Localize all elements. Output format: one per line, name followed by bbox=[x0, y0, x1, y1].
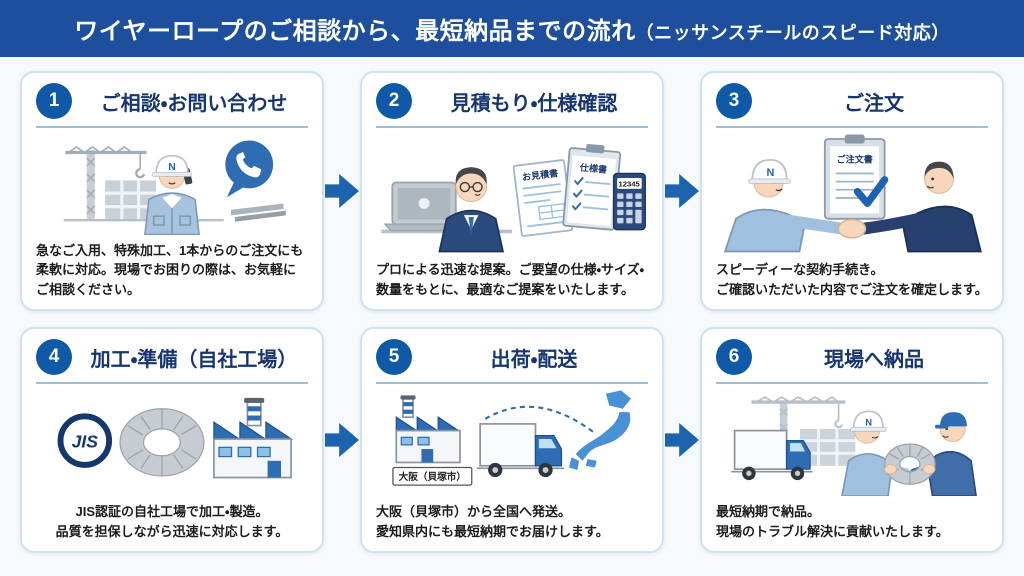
safety-helmet-icon bbox=[155, 154, 189, 175]
step-header: 4 加工・準備（自社工場） bbox=[36, 337, 308, 384]
phone-bubble-icon bbox=[225, 140, 274, 198]
businessman-icon bbox=[438, 167, 505, 253]
work-cap-icon bbox=[940, 412, 967, 427]
japan-map-icon bbox=[569, 390, 632, 471]
step-title: 現場へ納品 bbox=[824, 348, 924, 371]
order-doc-label: ご注文書 bbox=[837, 154, 873, 165]
step-card-5: 5 出荷・配送 bbox=[360, 327, 664, 553]
delivery-truck-icon bbox=[476, 423, 564, 478]
businessman-figure bbox=[856, 161, 982, 253]
glasses-icon bbox=[459, 181, 471, 193]
step-card-2: 2 見積もり・仕様確認 bbox=[360, 71, 664, 311]
step-header: 3 ご注文 bbox=[716, 81, 988, 128]
workers-handover-icon: N bbox=[841, 410, 977, 496]
step-number-badge: 5 bbox=[376, 339, 412, 375]
step-description: スピーディーな契約手続き。 ご確認いただいた内容でご注文を確定します。 bbox=[716, 262, 988, 297]
step-description: プロによる迅速な提案。ご要望の仕様・サイズ・ 数量をもとに、最適なご提案をいたし… bbox=[376, 262, 645, 297]
step-illustration: ご注文書 N bbox=[716, 131, 988, 254]
helmet-initial: N bbox=[865, 418, 872, 428]
factory-icon bbox=[213, 397, 294, 479]
delivery-truck-icon bbox=[731, 429, 813, 481]
crane-icon bbox=[65, 145, 147, 221]
safety-helmet-icon bbox=[852, 410, 884, 430]
calculator-icon: 12345 bbox=[612, 172, 646, 231]
origin-label: 大阪（貝塚市） bbox=[399, 471, 466, 483]
flow-arrow-icon bbox=[665, 174, 699, 208]
step-number-badge: 2 bbox=[376, 83, 412, 119]
step-title: ご注文 bbox=[844, 92, 904, 115]
step-number-badge: 3 bbox=[716, 83, 752, 119]
step-header: 5 出荷・配送 bbox=[376, 337, 648, 384]
step-card-6: 6 現場へ納品 bbox=[700, 327, 1004, 553]
page-subtitle: （ニッサンスチールのスピード対応） bbox=[635, 23, 950, 43]
order-clipboard: ご注文書 bbox=[823, 134, 889, 220]
estimate-doc-label: お見積書 bbox=[521, 167, 558, 182]
step-illustration: N bbox=[716, 387, 988, 496]
step-title: 出荷・配送 bbox=[490, 348, 578, 371]
step-header: 6 現場へ納品 bbox=[716, 337, 988, 384]
check-icon bbox=[853, 176, 889, 208]
flow-arrow bbox=[664, 327, 700, 553]
header-banner: ワイヤーロープのご相談から、最短納品までの流れ（ニッサンスチールのスピード対応） bbox=[0, 0, 1024, 57]
wire-rope-coil-icon bbox=[119, 408, 205, 477]
step-illustration: 大阪（貝塚市） bbox=[376, 387, 648, 496]
worker-icon: N bbox=[144, 154, 200, 235]
flow-arrow bbox=[324, 71, 360, 311]
step-title: ご相談・お問い合わせ bbox=[100, 92, 288, 115]
step-illustration: N bbox=[36, 131, 308, 235]
page-title: ワイヤーロープのご相談から、最短納品までの流れ bbox=[74, 18, 636, 45]
safety-helmet-icon bbox=[751, 158, 788, 182]
handshake-icon bbox=[837, 219, 867, 239]
jis-mark-icon: JIS bbox=[57, 413, 113, 468]
origin-label-box: 大阪（貝塚市） bbox=[392, 466, 473, 486]
factory-icon bbox=[395, 395, 461, 464]
step-description: 最短納期で納品。 現場のトラブル解決に貢献いたします。 bbox=[716, 504, 949, 539]
step-card-3: 3 ご注文 ご注文書 bbox=[700, 71, 1004, 311]
jis-label: JIS bbox=[72, 431, 99, 451]
steps-grid: 1 ご相談・お問い合わせ bbox=[0, 57, 1024, 553]
steel-beams-icon bbox=[230, 203, 286, 222]
spec-clipboard: 仕様書 bbox=[562, 143, 622, 231]
step-illustration: JIS bbox=[36, 387, 308, 496]
route-dashed-line bbox=[484, 405, 597, 435]
spec-doc-label: 仕様書 bbox=[579, 161, 608, 174]
flow-arrow-icon bbox=[325, 423, 359, 457]
flow-arrow bbox=[324, 327, 360, 553]
step-description: 急なご入用、特殊加工、1本からのご注文にも 柔軟に対応。現場でお困りの際は、お気… bbox=[36, 242, 304, 297]
step-card-1: 1 ご相談・お問い合わせ bbox=[20, 71, 324, 311]
step-description: JIS認証の自社工場で加工・製造。 品質を担保しながら迅速に対応します。 bbox=[55, 504, 289, 539]
flow-arrow-icon bbox=[665, 423, 699, 457]
step-title: 見積もり・仕様確認 bbox=[450, 92, 618, 115]
wire-rope-coil-icon bbox=[884, 443, 936, 485]
step-header: 1 ご相談・お問い合わせ bbox=[36, 81, 308, 128]
step-card-4: 4 加工・準備（自社工場） JIS bbox=[20, 327, 324, 553]
step-number-badge: 4 bbox=[36, 339, 72, 375]
step-illustration: お見積書 仕様書 bbox=[376, 131, 648, 254]
flow-arrow bbox=[664, 71, 700, 311]
step-number-badge: 6 bbox=[716, 339, 752, 375]
helmet-initial: N bbox=[168, 162, 175, 173]
step-number-badge: 1 bbox=[36, 83, 72, 119]
helmet-initial: N bbox=[766, 167, 774, 179]
step-header: 2 見積もり・仕様確認 bbox=[376, 81, 648, 128]
step-description: 大阪（貝塚市）から全国へ発送。 愛知県内にも最短納期でお届けします。 bbox=[376, 504, 609, 539]
calculator-display: 12345 bbox=[618, 180, 640, 189]
step-title: 加工・準備（自社工場） bbox=[90, 348, 298, 371]
flow-arrow-icon bbox=[325, 174, 359, 208]
